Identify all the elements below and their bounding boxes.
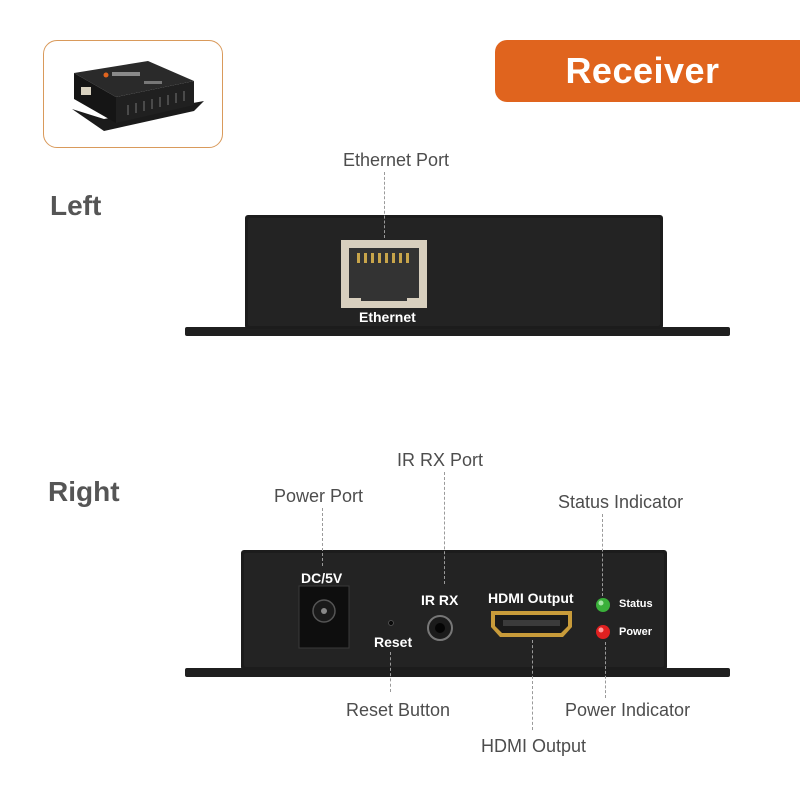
right-panel-device: DC/5V Reset IR RX HDMI Output Status Pow…: [185, 550, 730, 680]
leader-power-port: [322, 508, 323, 566]
callout-reset-button: Reset Button: [346, 700, 451, 720]
hdmi-output-device-label: HDMI Output: [488, 590, 574, 606]
callout-ethernet-port: Ethernet Port: [343, 150, 450, 170]
right-panel-illustration: [185, 550, 730, 677]
leader-status-indicator: [602, 514, 603, 596]
section-title-right: Right: [48, 476, 120, 507]
reset-label: Reset: [374, 634, 413, 650]
leader-hdmi-output: [532, 640, 533, 730]
product-thumbnail: [43, 40, 223, 148]
left-panel-illustration: [185, 215, 730, 336]
leader-power-indicator: [605, 642, 606, 698]
left-panel-device: Ethernet: [185, 215, 730, 340]
callout-power-indicator: Power Indicator: [565, 700, 691, 720]
device-thumbnail-image: [72, 61, 204, 131]
callout-power-port: Power Port: [274, 486, 364, 506]
callout-status-indicator: Status Indicator: [558, 492, 684, 512]
receiver-banner: Receiver: [495, 40, 800, 102]
ir-rx-label: IR RX: [421, 592, 459, 608]
status-led-label: Status: [619, 598, 653, 610]
banner-title: Receiver: [565, 50, 720, 91]
section-title-left: Left: [50, 190, 102, 221]
callout-hdmi-output: HDMI Output: [481, 736, 587, 756]
leader-reset-button: [390, 652, 391, 692]
callout-ir-rx-port: IR RX Port: [397, 450, 484, 470]
ethernet-port-label: Ethernet: [359, 309, 416, 325]
power-led-label: Power: [619, 626, 653, 638]
leader-ethernet-port: [384, 172, 385, 238]
leader-ir-rx-port: [444, 472, 445, 584]
dc-port-label: DC/5V: [301, 570, 343, 586]
